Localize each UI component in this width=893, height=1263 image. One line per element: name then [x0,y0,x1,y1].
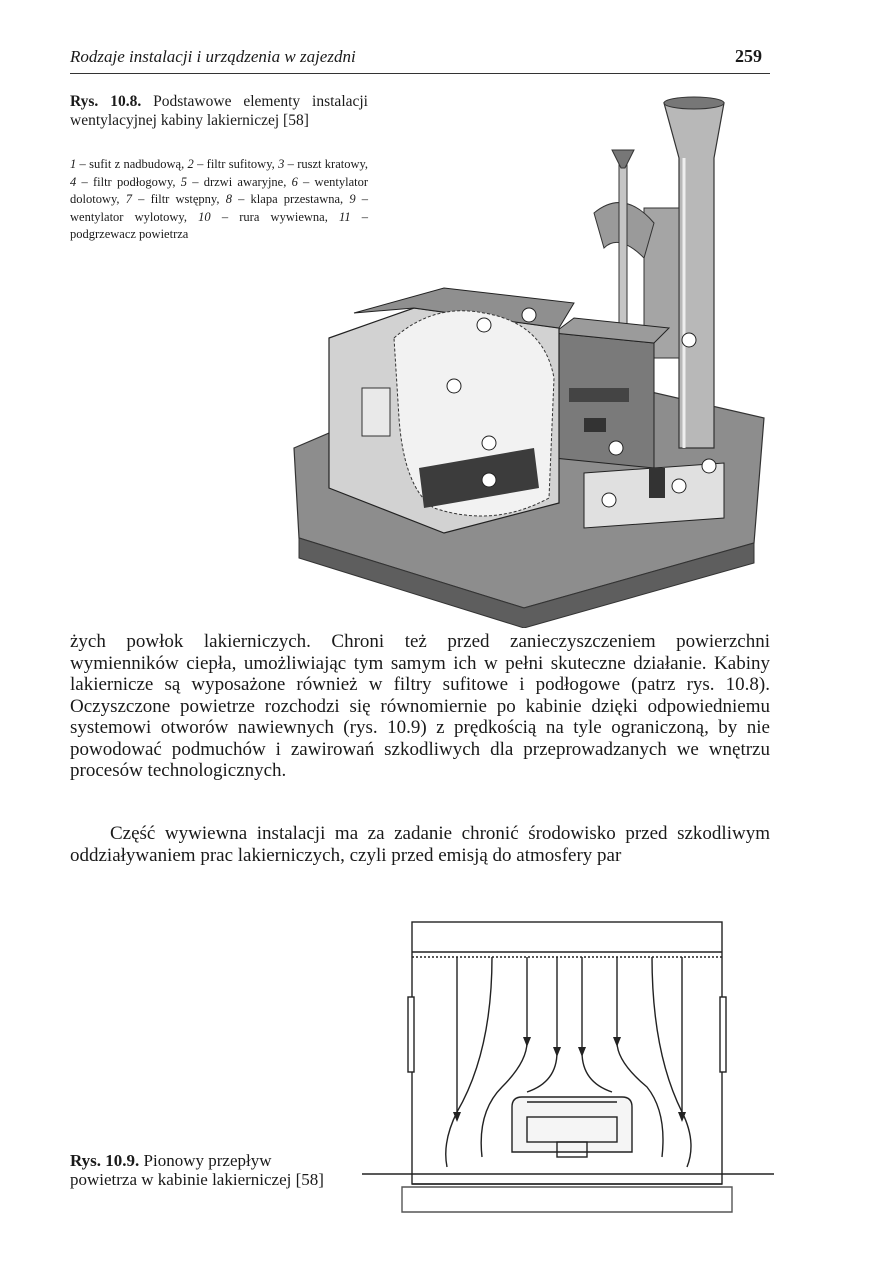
legend-text: drzwi awaryjne, [203,174,287,189]
running-header-title: Rodzaje instalacji i urządzenia w zajezd… [70,47,356,66]
figure-2-label: Rys. 10.9. [70,1151,140,1170]
page-number: 259 [735,46,762,66]
legend-text: rura wywiewna, [239,209,328,224]
legend-number: 4 [70,174,77,189]
legend-number: 11 [339,209,351,224]
legend-text: filtr podłogowy, [92,174,176,189]
paragraph-1: żych powłok lakierniczych. Chroni też pr… [70,631,770,781]
legend-number: 2 [187,157,194,171]
figure-1-caption-text: Podstawowe elementy instalacji wentylacy… [70,93,368,129]
legend-text: wentylator wylotowy, [70,209,187,224]
figure-1-caption: Rys. 10.8. Podstawowe elementy instalacj… [70,92,368,130]
paragraph-2: Część wywiewna instalacji ma za zadanie … [70,823,770,866]
legend-number: 9 [349,192,356,206]
legend-text: sufit z nadbudową, [89,157,185,171]
legend-text: filtr sufitowy, [206,157,275,171]
figure-1-label: Rys. 10.8. [70,93,142,110]
figure-2-illustration [362,921,774,1213]
figure-2-caption-text: Pionowy przepływ powietrza w kabinie lak… [70,1151,324,1189]
legend-number: 1 [70,157,77,171]
legend-text: podgrzewacz powietrza [70,227,189,241]
legend-text: wentylator dolotowy, [70,174,369,207]
legend-number: 7 [125,192,132,206]
legend-number: 8 [225,192,232,206]
legend-number: 5 [180,174,187,189]
legend-number: 3 [278,157,285,171]
figure-1-illustration [293,96,765,628]
legend-text: filtr wstępny, [150,192,220,206]
legend-text: klapa przestawna, [250,192,344,206]
header-rule [70,73,770,74]
figure-2-caption: Rys. 10.9. Pionowy przepływ powietrza w … [70,1151,340,1189]
legend-number: 6 [291,174,298,189]
figure-1-legend: 1 – sufit z nadbudową, 2 – filtr sufitow… [70,157,369,241]
legend-number: 10 [198,209,211,224]
legend-text: ruszt kratowy, [297,157,369,171]
